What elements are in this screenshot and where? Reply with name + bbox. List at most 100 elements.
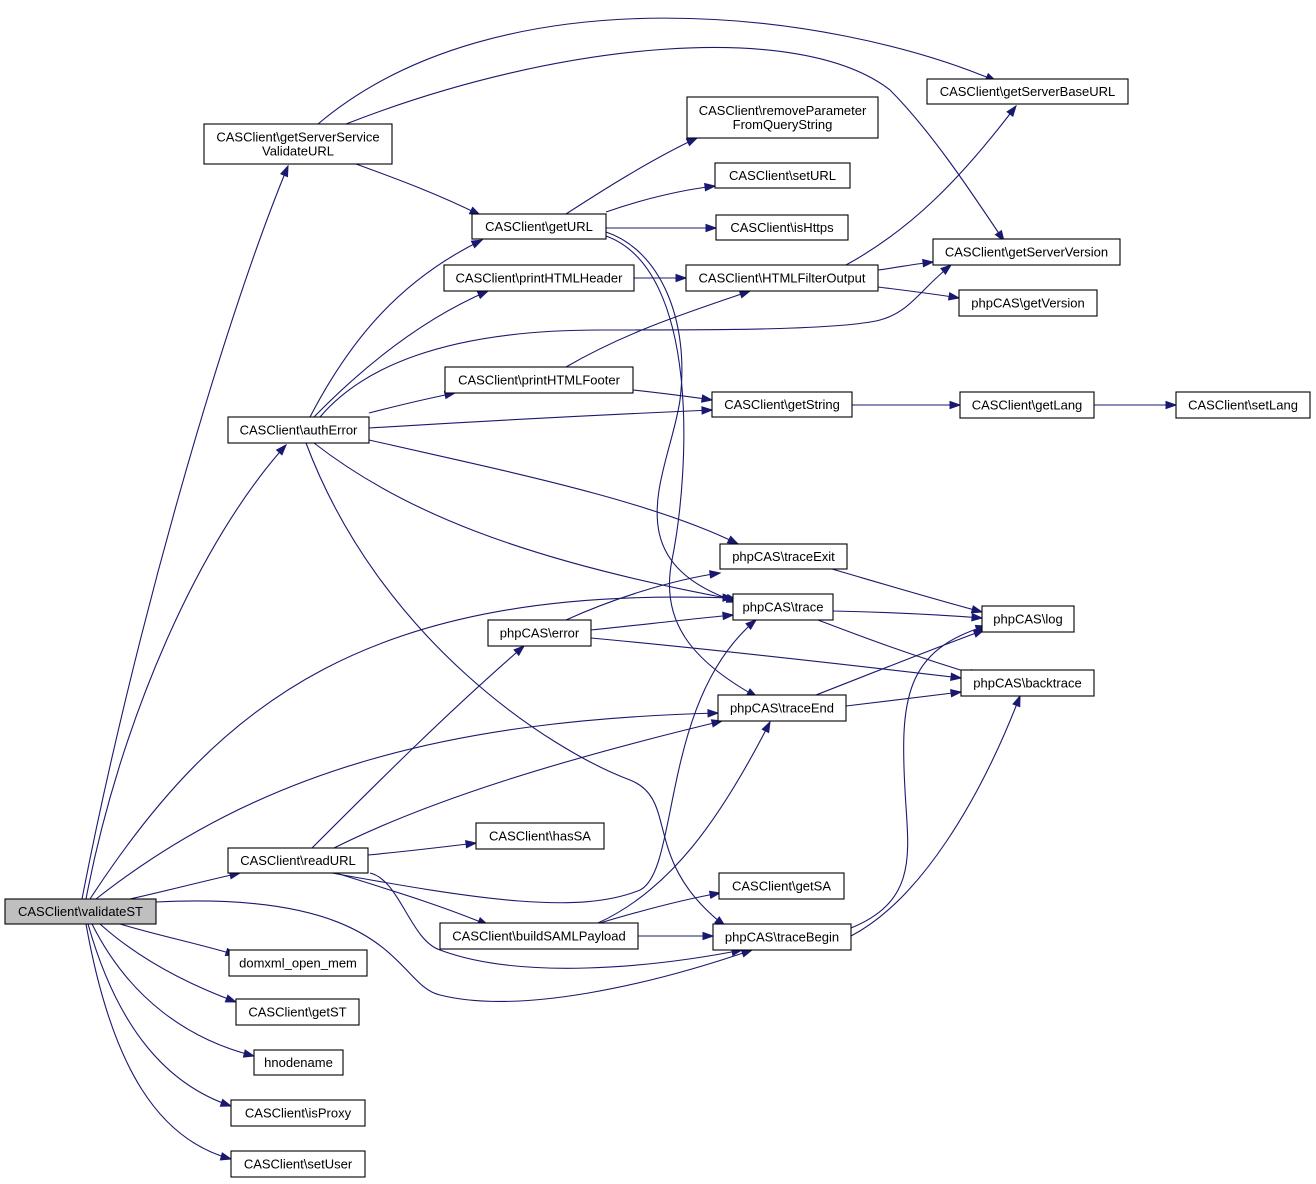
node-authError[interactable]: CASClient\authError [227,416,370,444]
node-setLang[interactable]: CASClient\setLang [1175,391,1311,419]
node-label-setURL: CASClient\setURL [729,168,836,183]
node-traceExit[interactable]: phpCAS\traceExit [719,543,848,570]
node-printHTMLHeader[interactable]: CASClient\printHTMLHeader [443,264,635,292]
node-error[interactable]: phpCAS\error [487,619,592,647]
edge-buildSAMLPayload-to-getSA [599,892,721,924]
node-readURL[interactable]: CASClient\readURL [227,847,369,874]
node-box-printHTMLFooter [444,366,634,394]
edge-authError-to-printHTMLHeader [313,290,489,418]
edge-validateST-to-hnodename [91,923,255,1057]
arrowhead-getServerServiceValidateURL-to-getServerVersion [994,229,1005,243]
node-getLang[interactable]: CASClient\getLang [959,391,1095,419]
arrowhead-readURL-to-error [513,645,526,657]
arrowhead-printHTMLFooter-to-getString [700,394,714,403]
edge-getURL-to-removeParameterFromQueryString [565,137,698,215]
node-label-getServerServiceValidateURL: ValidateURL [262,144,334,159]
arrowhead-authError-to-getString [701,406,714,415]
node-label-getLang: CASClient\getLang [972,398,1083,413]
node-label-setLang: CASClient\setLang [1188,398,1298,413]
edge-getURL-to-setURL [605,185,716,213]
node-backtrace[interactable]: phpCAS\backtrace [960,669,1095,697]
node-box-hasSA [475,822,605,850]
arrowhead-error-to-backtrace [950,672,963,682]
edge-traceEnd-to-backtrace [845,691,962,707]
node-trace[interactable]: phpCAS\trace [732,593,834,621]
arrowhead-readURL-to-traceEnd [710,719,724,728]
node-label-buildSAMLPayload: CASClient\buildSAMLPayload [452,929,625,944]
node-box-getSA [718,872,845,900]
node-label-printHTMLHeader: CASClient\printHTMLHeader [456,271,624,286]
node-box-domxml_open_mem [228,949,368,977]
arrowhead-HTMLFilterOutput-to-getServerBaseURL [1006,104,1017,117]
edge-printHTMLFooter-to-HTMLFilterOutput [565,290,751,368]
arrowhead-buildSAMLPayload-to-traceEnd [761,720,771,734]
arrowhead-validateST-to-getST [224,994,238,1003]
node-validateST[interactable]: CASClient\validateST [4,898,157,925]
node-getServerVersion[interactable]: CASClient\getServerVersion [932,238,1121,266]
node-label-traceExit: phpCAS\traceExit [732,549,835,564]
edge-readURL-to-hasSA [367,842,477,856]
edge-readURL-to-traceBegin [369,872,743,969]
node-box-readURL [227,847,369,874]
node-hnodename[interactable]: hnodename [253,1049,344,1076]
node-hasSA[interactable]: CASClient\hasSA [475,822,605,850]
node-label-removeParameterFromQueryString: CASClient\removeParameter [699,103,867,118]
node-box-setUser [230,1150,366,1178]
node-getServerBaseURL[interactable]: CASClient\getServerBaseURL [926,78,1129,105]
edge-validateST-to-domxml_open_mem [119,923,237,956]
node-box-buildSAMLPayload [439,922,639,950]
arrowhead-validateST-to-getServerServiceValidateURL [279,164,289,178]
node-label-error: phpCAS\error [500,626,580,641]
node-getString[interactable]: CASClient\getString [711,391,853,418]
node-traceEnd[interactable]: phpCAS\traceEnd [717,694,847,722]
node-box-log [981,605,1075,633]
arrowhead-validateST-to-isProxy [219,1098,233,1107]
node-isHttps[interactable]: CASClient\isHttps [715,214,849,241]
edge-readURL-to-trace [331,619,757,904]
node-getST[interactable]: CASClient\getST [235,998,360,1026]
node-box-isProxy [230,1099,366,1127]
arrowhead-printHTMLFooter-to-HTMLFilterOutput [738,290,752,299]
node-box-getST [235,998,360,1026]
node-getURL[interactable]: CASClient\getURL [471,213,607,240]
edge-authError-to-traceExit [368,439,739,545]
arrowhead-trace-to-log [971,612,984,622]
node-HTMLFilterOutput[interactable]: CASClient\HTMLFilterOutput [685,264,879,292]
arrowhead-readURL-to-trace [745,619,758,631]
node-label-backtrace: phpCAS\backtrace [973,676,1081,691]
node-traceBegin[interactable]: phpCAS\traceBegin [712,923,852,951]
node-setURL[interactable]: CASClient\setURL [714,162,851,189]
arrowhead-traceEnd-to-backtrace [950,688,963,698]
node-label-log: phpCAS\log [993,612,1062,627]
node-getSA[interactable]: CASClient\getSA [718,872,845,900]
node-label-getST: CASClient\getST [248,1005,346,1020]
node-box-trace [732,593,834,621]
edge-error-to-backtrace [590,637,962,679]
node-setUser[interactable]: CASClient\setUser [230,1150,366,1178]
edge-validateST-to-isProxy [87,923,232,1107]
node-domxml_open_mem[interactable]: domxml_open_mem [228,949,368,977]
node-isProxy[interactable]: CASClient\isProxy [230,1099,366,1127]
node-log[interactable]: phpCAS\log [981,605,1075,633]
node-label-getSA: CASClient\getSA [732,879,831,894]
node-getVersion[interactable]: phpCAS\getVersion [958,289,1098,317]
edge-validateST-to-authError [85,444,287,900]
node-buildSAMLPayload[interactable]: CASClient\buildSAMLPayload [439,922,639,950]
edge-validateST-to-getST [99,923,237,1003]
arrowhead-getURL-to-removeParameterFromQueryString [685,137,699,147]
node-label-isProxy: CASClient\isProxy [245,1106,352,1121]
arrowhead-error-to-trace [722,611,735,621]
arrowhead-validateST-to-hnodename [242,1049,256,1058]
edge-getServerServiceValidateURL-to-getServerBaseURL [317,17,997,125]
edge-layer [81,17,1178,1161]
node-box-backtrace [960,669,1095,697]
edge-validateST-to-traceEnd [95,712,719,900]
edge-error-to-trace [590,614,734,631]
node-box-getServerBaseURL [926,78,1129,105]
node-printHTMLFooter[interactable]: CASClient\printHTMLFooter [444,366,634,394]
edge-validateST-to-traceBegin [155,900,753,1002]
arrowhead-authError-to-getServerVersion [940,264,953,275]
